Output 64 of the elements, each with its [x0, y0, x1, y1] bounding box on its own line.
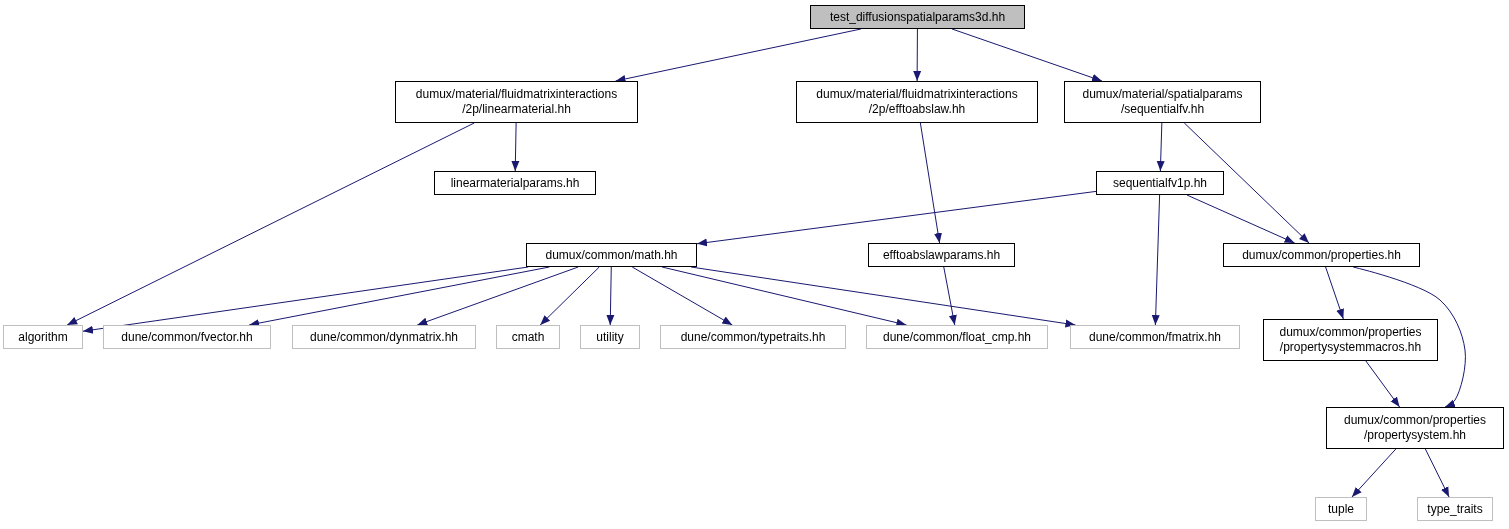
arrow	[416, 266, 579, 326]
arrow	[1325, 266, 1344, 320]
external-file-box	[1315, 497, 1367, 521]
arrow	[631, 266, 733, 326]
file-name: dumux/common/properties /propertysystemmacros.hh	[1278, 325, 1423, 355]
file-box	[796, 81, 1038, 123]
arrow	[919, 122, 942, 244]
arrow	[1183, 122, 1310, 244]
arrow	[1424, 448, 1450, 498]
arrow	[1352, 266, 1466, 408]
file-box	[868, 243, 1015, 267]
arrow	[696, 190, 1097, 247]
arrow	[511, 122, 520, 172]
file-name: utility	[596, 329, 624, 345]
external-file-box	[866, 325, 1048, 349]
file-name: efftoabslawparams.hh	[882, 247, 1001, 263]
arrow	[913, 28, 922, 82]
file-box	[434, 171, 596, 195]
file-box	[1326, 407, 1504, 449]
arrow	[82, 266, 529, 334]
file-box	[395, 81, 638, 123]
arrow	[1151, 194, 1161, 326]
file-name: test_diffusionspatialparams3d.hh	[829, 9, 1006, 25]
file-name: sequentialfv1p.hh	[1112, 175, 1208, 191]
file-name: type_traits	[1427, 501, 1483, 517]
arrow	[943, 266, 957, 326]
file-box	[526, 243, 697, 267]
arrow	[1351, 448, 1397, 498]
file-name: dune/common/dynmatrix.hh	[309, 329, 459, 345]
file-box	[1263, 319, 1438, 361]
file-box	[1096, 171, 1224, 195]
external-file-box	[660, 325, 846, 349]
external-file-box	[1070, 325, 1240, 349]
file-name: cmath	[511, 329, 545, 345]
file-name: dumux/common/properties /propertysystem.hh	[1342, 413, 1488, 443]
external-file-box	[1417, 497, 1493, 521]
file-name: dumux/common/math.hh	[545, 247, 678, 263]
arrow	[951, 28, 1103, 82]
external-file-box	[496, 325, 560, 349]
file-name: dumux/common/properties.hh	[1242, 247, 1401, 263]
file-name: algorithm	[18, 329, 68, 345]
external-file-box	[292, 325, 476, 349]
external-file-box	[580, 325, 640, 349]
file-box	[1223, 243, 1420, 267]
arrow	[1156, 122, 1165, 172]
external-file-box	[3, 325, 83, 349]
arrow	[606, 266, 615, 326]
file-name: dune/common/float_cmp.hh	[882, 329, 1032, 345]
file-box	[1064, 81, 1261, 123]
file-name: dumux/material/fluidmatrixinteractions /2p/efftoabslaw.hh	[815, 87, 1019, 117]
arrow	[661, 266, 907, 327]
file-name: tuple	[1328, 501, 1354, 517]
file-name: dune/common/typetraits.hh	[680, 329, 826, 345]
file-name: dune/common/fmatrix.hh	[1088, 329, 1222, 345]
file-name: dumux/material/fluidmatrixinteractions /2p/linearmaterial.hh	[414, 87, 619, 117]
arrow	[1186, 194, 1296, 244]
arrow	[539, 266, 600, 326]
file-name: linearmaterialparams.hh	[450, 175, 580, 191]
arrow	[1365, 360, 1401, 408]
file-box	[810, 5, 1025, 29]
external-file-box	[103, 325, 271, 349]
arrow	[66, 122, 475, 326]
file-name: dumux/material/spatialparams /sequentialfv.hh	[1081, 87, 1244, 117]
file-name: dune/common/fvector.hh	[121, 329, 253, 345]
